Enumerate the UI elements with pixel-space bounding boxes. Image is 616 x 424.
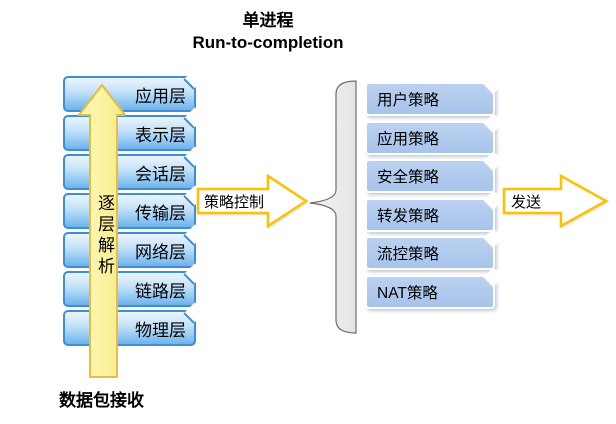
left-brace-icon [309,80,357,334]
osi-layer-stack: 应用层 表示层 会话层 传输层 网络层 链路层 物理层 [63,76,196,346]
layer-box-link: 链路层 [63,271,196,307]
layer-label: 传输层 [135,203,186,223]
policy-box-flow-control: 流控策略 [365,236,495,270]
policy-box-application: 应用策略 [365,120,495,155]
policy-label: 应用策略 [377,130,440,148]
policy-box-forwarding: 转发策略 [365,197,495,232]
layer-label: 物理层 [135,320,186,340]
layer-label: 网络层 [135,242,186,262]
layer-box-physical: 物理层 [63,310,196,346]
layer-box-application: 应用层 [63,76,196,112]
policy-control-arrow-label: 策略控制 [204,194,265,211]
layer-label: 应用层 [135,86,186,106]
layer-label: 表示层 [135,125,186,145]
layer-box-network: 网络层 [63,232,196,268]
policy-box-nat: NAT策略 [365,274,495,309]
policy-control-arrow-icon [196,173,309,229]
title-line-2: Run-to-completion [192,33,344,52]
packet-receive-label: 数据包接收 [59,391,144,410]
policy-label: 用户策略 [377,92,440,109]
policy-label: NAT策略 [377,284,438,302]
title-line-1: 单进程 [242,11,294,30]
policy-list: 用户策略 应用策略 安全策略 转发策略 流控策略 NAT策略 [365,82,495,309]
policy-label: 转发策略 [377,207,440,225]
layer-label: 会话层 [135,164,186,184]
layer-box-transport: 传输层 [63,193,196,229]
up-arrow-label: 逐层解析 [95,194,114,278]
diagram-title: 单进程 Run-to-completion [148,10,388,54]
layer-box-session: 会话层 [63,154,196,190]
send-arrow-icon [502,173,609,229]
policy-label: 安全策略 [377,169,440,186]
policy-box-security: 安全策略 [365,159,495,193]
send-arrow-label: 发送 [511,194,542,211]
policy-label: 流控策略 [377,246,440,263]
up-arrow-icon [78,84,126,378]
layer-label: 链路层 [135,281,186,301]
policy-box-user: 用户策略 [365,82,495,116]
layer-box-presentation: 表示层 [63,115,196,151]
